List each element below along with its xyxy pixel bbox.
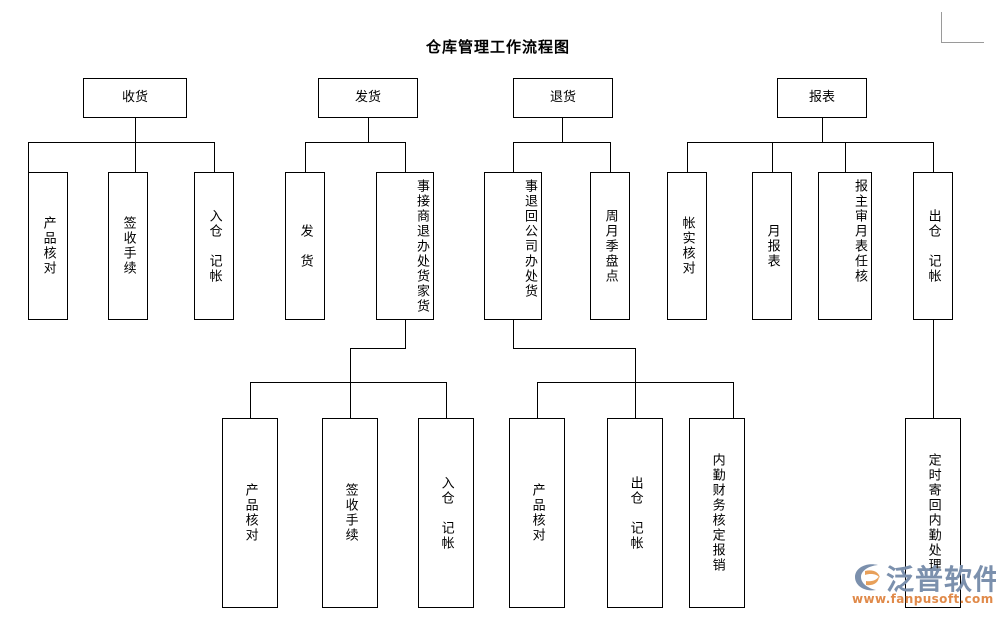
page-title: 仓库管理工作流程图 bbox=[425, 38, 570, 56]
node-ship-goods[interactable]: 发 货 bbox=[285, 172, 325, 320]
edge-receive-stem bbox=[135, 118, 136, 142]
node-product-check-2[interactable]: 产品核对 bbox=[222, 418, 278, 608]
edge-subtree-b-to-check bbox=[537, 382, 538, 418]
edge-report-to-outstock bbox=[933, 142, 934, 172]
edge-subtree-b-to-reimburse bbox=[733, 382, 734, 418]
edge-subtree-a-bus bbox=[250, 382, 446, 383]
node-return-root[interactable]: 退货 bbox=[513, 78, 613, 118]
node-finance-reimbursement[interactable]: 内勤财务核定报销 bbox=[689, 418, 745, 608]
edge-merchant-return-jog bbox=[350, 348, 406, 349]
node-merchant-return-col-right: 事接商退 bbox=[414, 179, 429, 239]
edge-receive-to-check bbox=[28, 142, 29, 172]
watermark-brand: 泛普软件 bbox=[886, 563, 996, 596]
edge-ship-bus bbox=[305, 142, 405, 143]
edge-return-company-drop bbox=[513, 320, 514, 348]
edge-ship-stem bbox=[368, 118, 369, 142]
edge-ship-to-merchant-return bbox=[405, 142, 406, 172]
node-report-root[interactable]: 报表 bbox=[777, 78, 867, 118]
node-merchant-return-col-left: 办处货家货 bbox=[414, 239, 429, 314]
node-instock-record-2[interactable]: 入仓 记帐 bbox=[418, 418, 474, 608]
edge-report-to-account-check bbox=[687, 142, 688, 172]
node-monthly-report[interactable]: 月报表 bbox=[752, 172, 792, 320]
fanpu-logo-icon bbox=[855, 564, 880, 591]
node-approval-col-left: 月表任核 bbox=[852, 224, 867, 284]
watermark-logo: 泛普软件 www.fanpusoft.com bbox=[852, 560, 996, 612]
edge-outstock-to-mailback bbox=[933, 320, 934, 418]
node-return-company-col-right: 事退回公司 bbox=[522, 179, 537, 254]
node-periodic-inventory[interactable]: 周月季盘点 bbox=[590, 172, 630, 320]
edge-report-to-approve bbox=[845, 142, 846, 172]
node-instock-record-1[interactable]: 入仓 记帐 bbox=[194, 172, 234, 320]
edge-receive-to-sign bbox=[135, 142, 136, 172]
page-corner-mark bbox=[941, 12, 984, 43]
node-monthly-report-approval[interactable]: 报主审 月表任核 bbox=[818, 172, 872, 320]
node-mail-back-internal[interactable]: 定时寄回内勤处理 bbox=[905, 418, 961, 608]
node-return-company-col-left: 办处货 bbox=[522, 254, 537, 299]
edge-report-to-monthly bbox=[772, 142, 773, 172]
node-ship-root[interactable]: 发货 bbox=[318, 78, 418, 118]
edge-return-to-company bbox=[513, 142, 514, 172]
edge-merchant-return-drop bbox=[405, 320, 406, 348]
edge-report-stem bbox=[822, 118, 823, 142]
edge-subtree-a-to-sign bbox=[350, 382, 351, 418]
node-outstock-record-report[interactable]: 出仓 记帐 bbox=[913, 172, 953, 320]
node-approval-col-right: 报主审 bbox=[852, 179, 867, 224]
watermark-url: www.fanpusoft.com bbox=[852, 592, 994, 606]
edge-merchant-return-drop2 bbox=[350, 348, 351, 382]
node-sign-procedure-2[interactable]: 签收手续 bbox=[322, 418, 378, 608]
edge-report-bus bbox=[687, 142, 933, 143]
edge-return-company-jog bbox=[513, 348, 635, 349]
node-outstock-record-2[interactable]: 出仓 记帐 bbox=[607, 418, 663, 608]
edge-subtree-a-to-check bbox=[250, 382, 251, 418]
node-return-to-company[interactable]: 事退回公司 办处货 bbox=[484, 172, 542, 320]
node-sign-procedure-1[interactable]: 签收手续 bbox=[108, 172, 148, 320]
edge-subtree-b-to-outstock bbox=[635, 382, 636, 418]
node-product-check-3[interactable]: 产品核对 bbox=[509, 418, 565, 608]
edge-return-company-drop2 bbox=[635, 348, 636, 382]
edge-return-bus bbox=[513, 142, 610, 143]
edge-subtree-a-to-instock bbox=[446, 382, 447, 418]
edge-ship-to-ship bbox=[305, 142, 306, 172]
edge-receive-to-instock bbox=[214, 142, 215, 172]
node-receive-root[interactable]: 收货 bbox=[83, 78, 187, 118]
edge-return-stem bbox=[562, 118, 563, 142]
node-merchant-return-handling[interactable]: 事接商退 办处货家货 bbox=[376, 172, 434, 320]
node-product-check-1[interactable]: 产品核对 bbox=[28, 172, 68, 320]
edge-return-to-inventory bbox=[610, 142, 611, 172]
edge-receive-bus bbox=[28, 142, 214, 143]
node-account-check[interactable]: 帐实核对 bbox=[667, 172, 707, 320]
